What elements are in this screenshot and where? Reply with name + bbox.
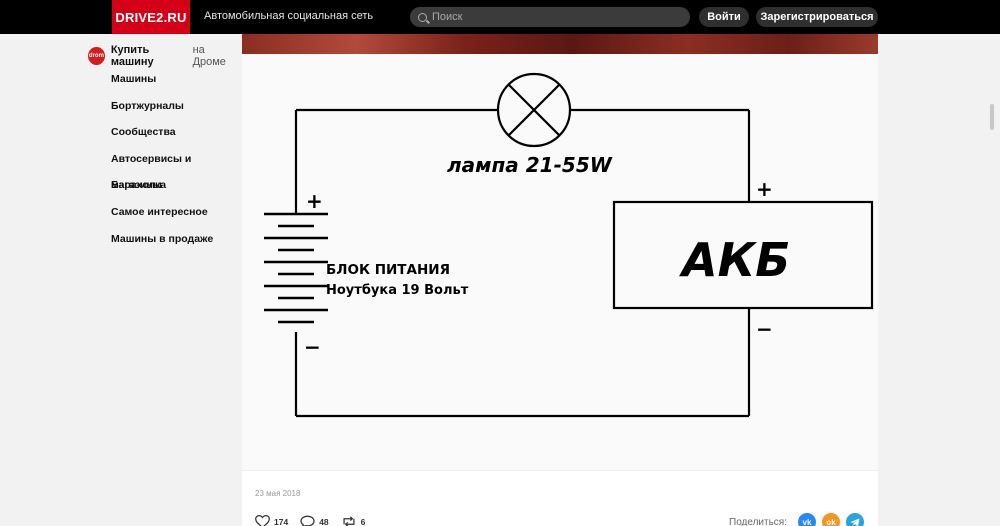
post-image-circuit-diagram[interactable]: лампа 21-55W БЛОК ПИТАНИЯ Ноутбука 19 Во… xyxy=(242,54,878,470)
power-supply-label-line1: БЛОК ПИТАНИЯ xyxy=(326,262,450,278)
psu-plus-sign: + xyxy=(306,189,323,213)
share-telegram-button[interactable] xyxy=(846,513,864,526)
page-scrollbar-thumb[interactable] xyxy=(990,104,994,130)
battery-minus-sign: − xyxy=(756,317,773,341)
post-date: 23 мая 2018 xyxy=(255,489,301,498)
search-icon xyxy=(418,12,427,22)
top-navigation-bar: DRIVE2.RU Автомобильная социальная сеть … xyxy=(0,0,1000,34)
comment-icon xyxy=(300,515,315,526)
power-supply-label-line2: Ноутбука 19 Вольт xyxy=(326,283,469,298)
repost-button[interactable]: 6 xyxy=(341,515,366,526)
battery-box xyxy=(612,200,874,310)
drom-logo-icon: drom xyxy=(88,47,105,65)
sidebar-item-cars-for-sale[interactable]: Машины в продаже xyxy=(111,232,214,245)
power-supply-cells xyxy=(264,212,328,324)
buy-car-link[interactable]: drom Купить машину на Дроме xyxy=(88,44,238,68)
like-button[interactable]: 174 xyxy=(255,515,288,526)
sidebar-item-marketplace[interactable]: Барахолка xyxy=(111,179,167,192)
battery-label: АКБ xyxy=(679,233,790,287)
comment-count: 48 xyxy=(319,516,329,526)
sidebar-item-interesting[interactable]: Самое интересное xyxy=(111,205,208,218)
login-button[interactable]: Войти xyxy=(699,7,749,27)
share-label: Поделиться: xyxy=(729,516,787,526)
psu-minus-sign: − xyxy=(304,335,321,359)
search-input[interactable] xyxy=(432,11,672,23)
circuit-diagram: лампа 21-55W БЛОК ПИТАНИЯ Ноутбука 19 Во… xyxy=(264,72,874,418)
register-button[interactable]: Зарегистрироваться xyxy=(756,7,878,27)
lamp-label: лампа 21-55W xyxy=(447,153,613,177)
repost-icon xyxy=(343,516,355,526)
repost-count: 6 xyxy=(360,516,366,526)
sidebar-item-logbooks[interactable]: Бортжурналы xyxy=(111,99,184,112)
sidebar-navigation: drom Купить машину на Дроме Машины Бортж… xyxy=(88,44,238,252)
site-tagline: Автомобильная социальная сеть xyxy=(204,10,374,22)
telegram-icon xyxy=(850,518,860,526)
search-box[interactable] xyxy=(410,7,690,27)
post-footer: 23 мая 2018 174 48 xyxy=(242,470,878,526)
vk-icon: vk xyxy=(802,517,812,526)
previous-photo-fragment xyxy=(242,34,878,54)
sidebar-item-communities[interactable]: Сообщества xyxy=(111,126,176,139)
lamp-cross-2 xyxy=(508,84,560,136)
sidebar-item-cars[interactable]: Машины xyxy=(111,73,157,85)
buy-car-suffix: на Дроме xyxy=(192,44,226,68)
share-bar: Поделиться: vk ok xyxy=(729,513,864,526)
share-ok-button[interactable]: ok xyxy=(822,513,840,526)
site-logo[interactable]: DRIVE2.RU xyxy=(112,0,190,34)
post-stats: 174 48 6 xyxy=(255,515,377,526)
buy-car-label: Купить машину xyxy=(110,44,154,68)
post-card: лампа 21-55W БЛОК ПИТАНИЯ Ноутбука 19 Во… xyxy=(242,34,878,526)
battery-plus-sign: + xyxy=(756,177,773,201)
odnoklassniki-icon: ok xyxy=(826,517,836,526)
share-vk-button[interactable]: vk xyxy=(798,513,816,526)
lamp-circle xyxy=(496,72,572,148)
like-count: 174 xyxy=(274,516,289,526)
comment-button[interactable]: 48 xyxy=(300,515,329,526)
heart-icon xyxy=(255,515,270,526)
sidebar-item-services[interactable]: Автосервисы и магазины xyxy=(111,152,192,192)
